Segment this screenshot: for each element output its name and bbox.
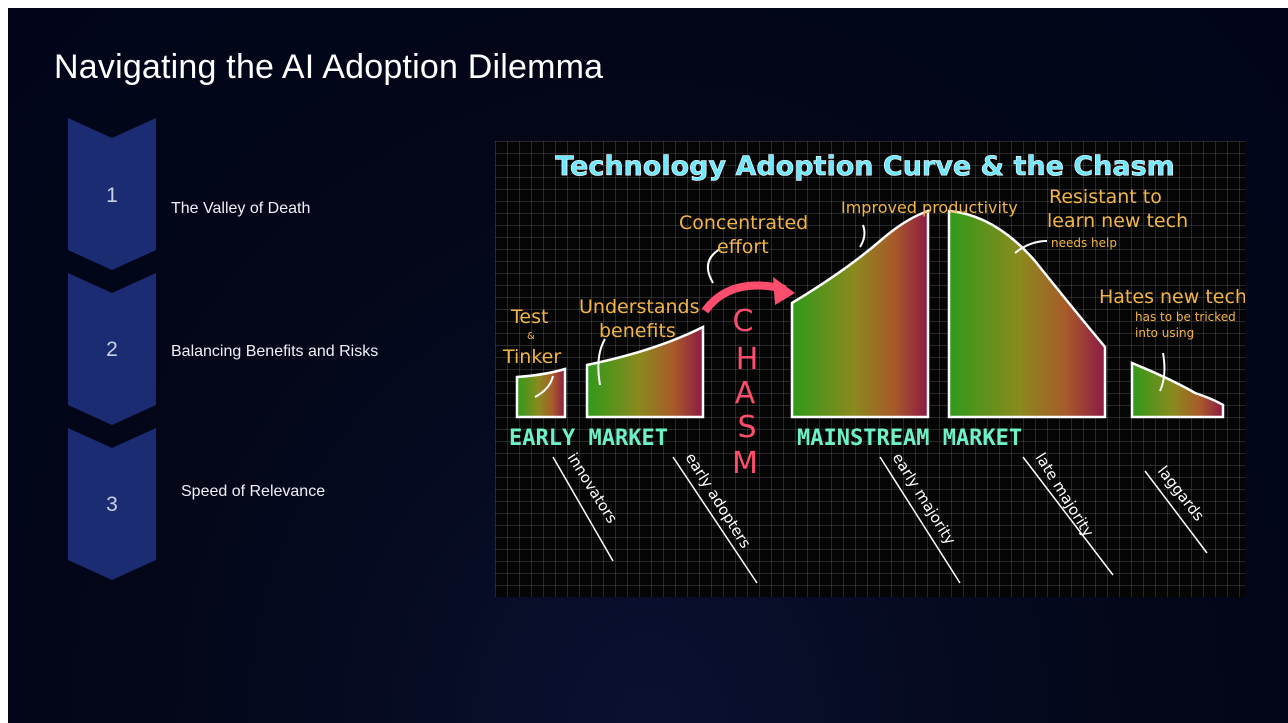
annotation-concentrated: Concentrated xyxy=(679,212,808,234)
step-3-number: 3 xyxy=(106,493,118,516)
step-2-number: 2 xyxy=(106,338,118,361)
annotation-needs-help: needs help xyxy=(1051,236,1117,250)
tinker-arrow xyxy=(534,375,554,398)
annotation-benefits: benefits xyxy=(599,320,676,342)
step-3-label: Speed of Relevance xyxy=(181,483,326,500)
resistant-arrow xyxy=(1014,240,1048,254)
annotation-test: Test xyxy=(510,306,548,328)
chasm-arrow-head xyxy=(773,277,795,305)
diagram-title: Technology Adoption Curve & the Chasm xyxy=(555,151,1175,182)
early-market-label: EARLY MARKET xyxy=(509,426,668,451)
effort-arrow xyxy=(706,248,721,284)
segment-early-majority-area xyxy=(790,209,930,419)
productivity-arrow xyxy=(859,224,866,248)
segment-innovators: innovators xyxy=(564,450,621,527)
mainstream-market-label: MAINSTREAM MARKET xyxy=(797,426,1022,451)
segment-laggards-area xyxy=(1130,361,1225,419)
annotation-hates-new-tech: Hates new tech xyxy=(1099,286,1245,308)
annotation-improved-productivity: Improved productivity xyxy=(841,198,1018,217)
slide-title: Navigating the AI Adoption Dilemma xyxy=(54,48,604,86)
segment-early-majority: early majority xyxy=(889,450,960,548)
benefits-arrow xyxy=(597,338,606,386)
annotation-understands: Understands xyxy=(579,296,700,318)
step-2-label: Balancing Benefits and Risks xyxy=(171,343,379,360)
annotation-learn-new-tech: learn new tech xyxy=(1047,210,1188,232)
segment-early-adopters-area xyxy=(585,324,705,419)
laggards-arrow xyxy=(1159,352,1166,392)
chasm-letter-s: S xyxy=(737,410,756,445)
adoption-curve-diagram: Technology Adoption Curve & the Chasm C … xyxy=(495,141,1245,597)
step-2-chevron xyxy=(68,273,156,425)
annotation-tinker: Tinker xyxy=(502,346,561,368)
annotation-tricked-1: has to be tricked xyxy=(1135,310,1236,324)
step-3-chevron xyxy=(68,428,156,580)
annotation-amp: & xyxy=(527,331,535,342)
annotation-tricked-2: into using xyxy=(1135,326,1194,340)
segment-late-majority-area xyxy=(947,209,1107,419)
step-1-label: The Valley of Death xyxy=(171,200,311,217)
chasm-letter-m: M xyxy=(732,446,758,481)
step-1-chevron xyxy=(68,118,156,270)
annotation-effort: effort xyxy=(717,236,769,258)
chasm-letter-h: H xyxy=(736,342,759,377)
step-1-number: 1 xyxy=(106,184,118,207)
segment-label-lines xyxy=(552,456,1208,584)
slide: Navigating the AI Adoption Dilemma 1 The… xyxy=(8,8,1288,723)
chasm-letter-a: A xyxy=(735,376,756,411)
chasm-letter-c: C xyxy=(733,304,754,339)
segment-late-majority: late majority xyxy=(1032,450,1098,541)
annotation-resistant: Resistant to xyxy=(1049,186,1162,208)
